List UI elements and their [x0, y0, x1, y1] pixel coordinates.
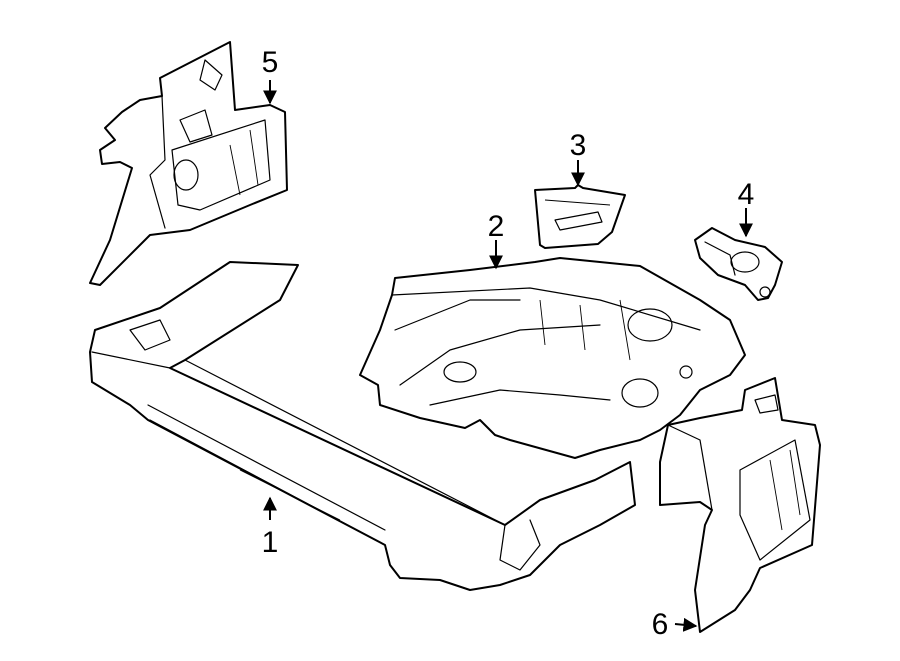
part-2-floor-pan: [359, 257, 746, 459]
callout-4-label: 4: [738, 178, 755, 211]
part-5-panel: [89, 41, 288, 286]
part-6-panel: [659, 377, 821, 633]
part-3-bracket: [534, 184, 626, 249]
callout-5: 5: [262, 46, 279, 105]
callout-2-label: 2: [488, 210, 505, 243]
callout-2: 2: [488, 210, 505, 270]
callout-4: 4: [738, 178, 755, 238]
callout-3: 3: [570, 129, 587, 187]
callout-1-label: 1: [262, 526, 279, 559]
callout-3-label: 3: [570, 129, 587, 162]
callout-6-label: 6: [652, 608, 669, 641]
part-4-mount: [694, 227, 783, 301]
callout-5-label: 5: [262, 46, 279, 79]
callout-1: 1: [262, 496, 279, 559]
callout-6: 6: [652, 608, 698, 641]
part-1-pan: [89, 261, 636, 591]
